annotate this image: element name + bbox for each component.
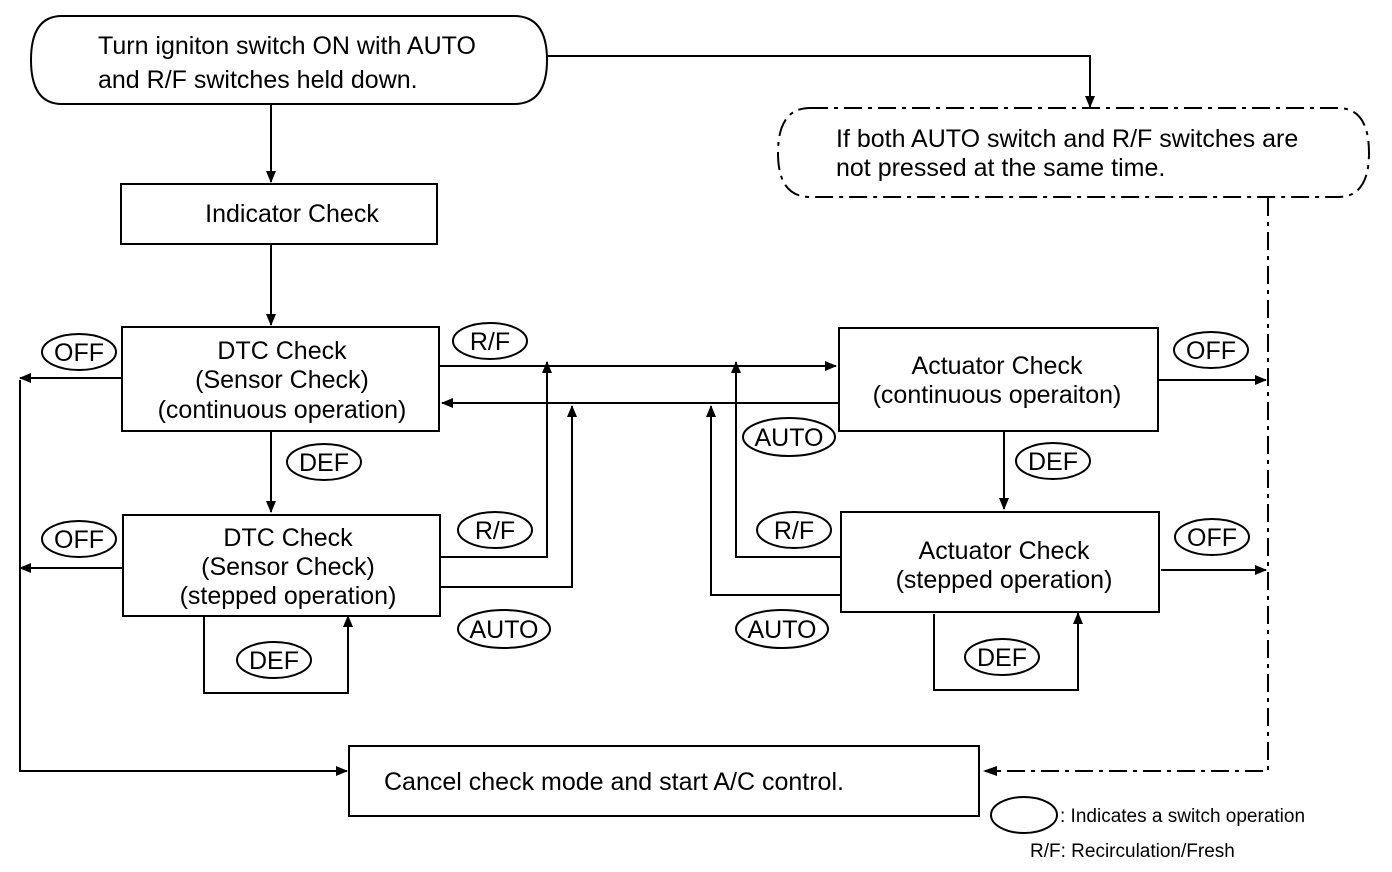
switch-def-label: DEF <box>977 644 1027 672</box>
switch-def-dtc-loop: DEF <box>236 641 312 679</box>
switch-off-label: OFF <box>54 526 104 554</box>
legend-oval-note: : Indicates a switch operation <box>1060 806 1305 827</box>
alternate-line-1: If both AUTO switch and R/F switches are <box>836 125 1298 153</box>
arrow-dtc-stepped-auto <box>440 405 577 588</box>
start-line-1: Turn igniton switch ON with AUTO <box>98 32 476 60</box>
actuator-stepped-box <box>840 511 1160 613</box>
switch-def-actuator: DEF <box>1015 442 1091 480</box>
switch-rf-label: R/F <box>470 328 510 356</box>
start-line-2: and R/F switches held down. <box>98 66 418 94</box>
loop-dtc-stepped-def <box>203 615 353 694</box>
switch-def-label: DEF <box>1028 448 1078 476</box>
switch-off-actuator-continuous: OFF <box>1173 331 1249 369</box>
switch-rf-label: R/F <box>774 517 814 545</box>
dtc-continuous-line-2: (Sensor Check) <box>195 366 369 394</box>
switch-off-dtc-stepped: OFF <box>41 520 117 558</box>
switch-off-label: OFF <box>1186 337 1236 365</box>
loop-actuator-stepped-def <box>933 612 1083 691</box>
actuator-stepped-line-2: (stepped operation) <box>896 566 1113 594</box>
switch-auto-dtc-stepped: AUTO <box>457 609 551 649</box>
switch-off-dtc-continuous: OFF <box>41 333 117 371</box>
dtc-continuous-line-1: DTC Check <box>217 337 347 365</box>
switch-off-label: OFF <box>1187 524 1237 552</box>
switch-def-label: DEF <box>299 449 349 477</box>
switch-auto-label: AUTO <box>470 616 539 644</box>
switch-def-actuator-loop: DEF <box>964 638 1040 676</box>
actuator-continuous-line-2: (continuous operaiton) <box>873 381 1122 409</box>
arrow-actuator-stepped-auto <box>706 405 840 596</box>
switch-auto-actuator-stepped: AUTO <box>735 609 829 649</box>
alternate-terminal <box>776 107 1371 198</box>
cancel-label: Cancel check mode and start A/C control. <box>384 768 844 796</box>
switch-auto-actuator-continuous: AUTO <box>742 417 836 457</box>
dtc-continuous-box <box>121 326 440 432</box>
dtc-stepped-line-2: (Sensor Check) <box>201 553 375 581</box>
switch-off-actuator-stepped: OFF <box>1174 518 1250 556</box>
switch-auto-label: AUTO <box>755 424 824 452</box>
switch-off-label: OFF <box>54 339 104 367</box>
actuator-continuous-line-1: Actuator Check <box>912 352 1083 380</box>
indicator-check-box <box>120 183 438 245</box>
switch-rf-actuator-stepped: R/F <box>756 511 832 549</box>
switch-def-label: DEF <box>249 647 299 675</box>
actuator-stepped-line-1: Actuator Check <box>919 537 1090 565</box>
dtc-stepped-line-3: (stepped operation) <box>180 582 397 610</box>
start-terminal <box>29 15 549 105</box>
left-return-line <box>19 380 348 776</box>
alternate-line-2: not pressed at the same time. <box>836 154 1165 182</box>
cancel-box <box>348 745 980 817</box>
dtc-continuous-line-3: (continuous operation) <box>158 396 407 424</box>
dtc-stepped-line-1: DTC Check <box>223 524 353 552</box>
arrow-start-to-alternate <box>547 55 1095 108</box>
arrow-actuator-stepped-rf <box>731 361 840 558</box>
switch-rf-label: R/F <box>475 517 515 545</box>
dtc-stepped-box <box>122 514 441 617</box>
switch-def-dtc: DEF <box>286 443 362 481</box>
actuator-continuous-box <box>838 327 1159 432</box>
dashed-return-arrowhead <box>983 766 997 776</box>
legend-oval-icon <box>990 796 1058 834</box>
legend-rf-note: R/F: Recirculation/Fresh <box>1030 841 1235 862</box>
switch-auto-label: AUTO <box>748 616 817 644</box>
switch-rf-dtc-stepped: R/F <box>457 511 533 549</box>
indicator-check-label: Indicator Check <box>205 200 379 228</box>
switch-rf-dtc-continuous: R/F <box>452 322 528 360</box>
dashed-return-line <box>985 198 1269 772</box>
arrow-dtc-stepped-rf <box>440 361 552 558</box>
